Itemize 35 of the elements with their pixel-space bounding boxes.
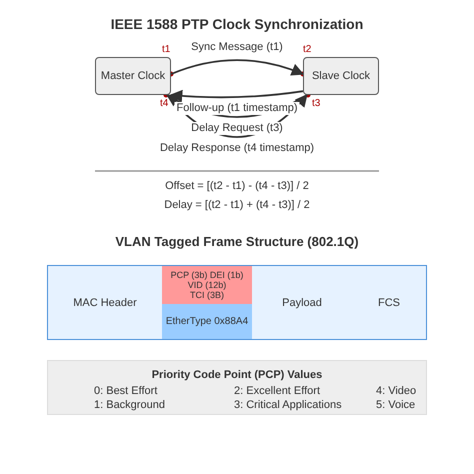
arrow [170,59,304,76]
pcp-value: 4: Video [376,384,418,398]
edge-label: Delay Response (t4 timestamp) [158,142,316,155]
clock-box [303,57,379,95]
edge-label: Delay Request (t3) [189,122,285,135]
field-label: PCP (3b) DEI (1b) VID (12b) [170,270,244,290]
box-label: Master Clock [100,70,166,82]
clock-box [95,57,171,95]
pcp-value: 2: Excellent Effort [234,384,322,398]
formula-text: Delay = [(t2 - t1) + (t4 - t3)] / 2 [163,199,311,211]
time-label: t3 [312,98,320,109]
diagram-title: IEEE 1588 PTP Clock Synchronization [110,16,364,32]
pcp-value: 1: Background [94,398,166,412]
time-label: t1 [162,44,170,55]
field-label: EtherType 0x88A4 [166,316,248,327]
formula-text: Offset = [(t2 - t1) - (t4 - t3)] / 2 [164,180,310,192]
frame-field [162,304,252,339]
panel-heading: Priority Code Point (PCP) Values [150,369,324,381]
pcp-value: 5: Voice [376,398,416,412]
field-label: MAC Header [73,296,137,308]
arrow [170,90,304,102]
edge-label: Sync Message (t1) [189,41,285,54]
pcp-value: 0: Best Effort [94,384,158,398]
frame-box [47,265,427,340]
edge-label: Follow-up (t1 timestamp) [174,102,300,115]
pcp-value: 3: Critical Applications [234,398,343,412]
field-label: TCI (3B) [190,290,224,300]
field-label: Payload [282,296,322,308]
info-panel [47,360,427,415]
frame-field [162,266,252,304]
time-label: t4 [160,98,168,109]
field-label: FCS [378,296,400,308]
section-heading: VLAN Tagged Frame Structure (802.1Q) [114,234,360,249]
time-label: t2 [303,44,312,55]
box-label: Slave Clock [312,70,370,82]
